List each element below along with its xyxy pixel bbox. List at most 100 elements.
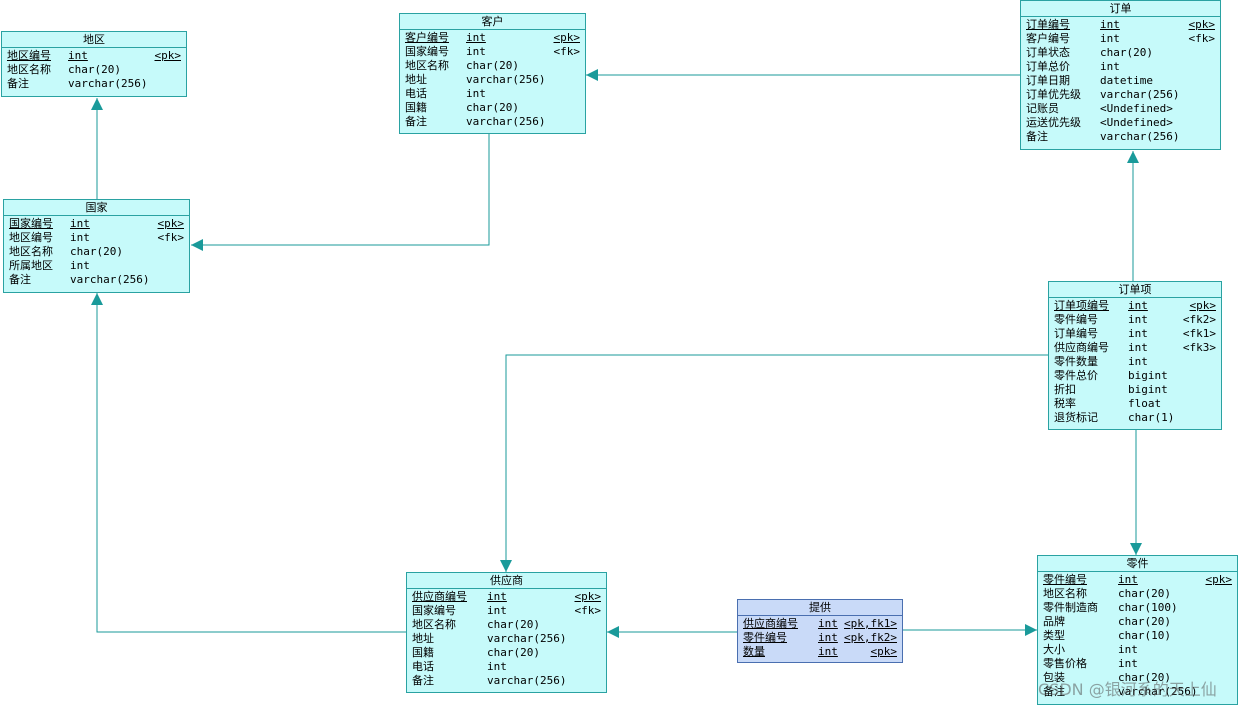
attribute-name: 供应商编号 — [1054, 341, 1109, 354]
attribute-type: char(20) — [68, 63, 121, 76]
attribute-name: 品牌 — [1043, 615, 1065, 628]
edge-gongyingshang-to-guojia — [91, 293, 406, 633]
attribute-key: <fk> — [574, 604, 602, 617]
attribute-name: 零件制造商 — [1043, 601, 1098, 614]
attribute-key: <pk> — [553, 31, 581, 44]
attribute-type: int — [1128, 327, 1148, 340]
entity-title: 订单项 — [1049, 282, 1221, 298]
attribute-name: 备注 — [405, 115, 427, 128]
entity-title: 供应商 — [407, 573, 606, 589]
attribute-key: <pk> — [1189, 299, 1217, 312]
attribute-name: 订单总价 — [1026, 60, 1070, 73]
attribute-name: 地址 — [412, 632, 434, 645]
watermark: CSDN @银河系的天上仙 — [1038, 680, 1217, 699]
attribute-name: 国籍 — [405, 101, 427, 114]
attribute-type: char(20) — [70, 245, 123, 258]
attribute-row[interactable]: 订单总价 int — [1026, 60, 1215, 74]
attribute-key: <fk> — [553, 45, 581, 58]
attribute-key: <pk> — [1205, 573, 1233, 586]
attribute-row[interactable]: 地址 varchar(256) — [412, 632, 601, 646]
attribute-type: varchar(256) — [68, 77, 148, 90]
attribute-type: <Undefined> — [1100, 102, 1173, 115]
attribute-type: char(1) — [1128, 411, 1175, 424]
attribute-row[interactable]: 记账员<Undefined> — [1026, 102, 1215, 116]
attribute-type: int — [1100, 32, 1120, 45]
attribute-name: 零件总价 — [1054, 369, 1098, 382]
attribute-type: char(20) — [1118, 615, 1171, 628]
attribute-type: int — [487, 590, 507, 603]
attribute-key: <pk,fk1> — [844, 617, 897, 630]
attribute-type: int — [1100, 18, 1120, 31]
attribute-type: varchar(256) — [487, 632, 567, 645]
attribute-row[interactable]: 品牌 char(20) — [1043, 615, 1232, 629]
attribute-name: 包装 — [1043, 671, 1065, 684]
attribute-name: 供应商编号 — [412, 590, 467, 603]
attribute-row[interactable]: 订单状态 char(20) — [1026, 46, 1215, 60]
attribute-name: 退货标记 — [1054, 411, 1098, 424]
attribute-type: int — [818, 645, 838, 658]
attribute-row[interactable]: 退货标记 char(1) — [1054, 411, 1216, 425]
attribute-name: 备注 — [1043, 685, 1065, 698]
attribute-type: int — [1128, 341, 1148, 354]
attribute-type: int — [1100, 60, 1120, 73]
attribute-type: char(20) — [1100, 46, 1153, 59]
attribute-row[interactable]: 运送优先级<Undefined> — [1026, 116, 1215, 130]
attribute-type: <Undefined> — [1100, 116, 1173, 129]
attribute-name: 订单状态 — [1026, 46, 1070, 59]
